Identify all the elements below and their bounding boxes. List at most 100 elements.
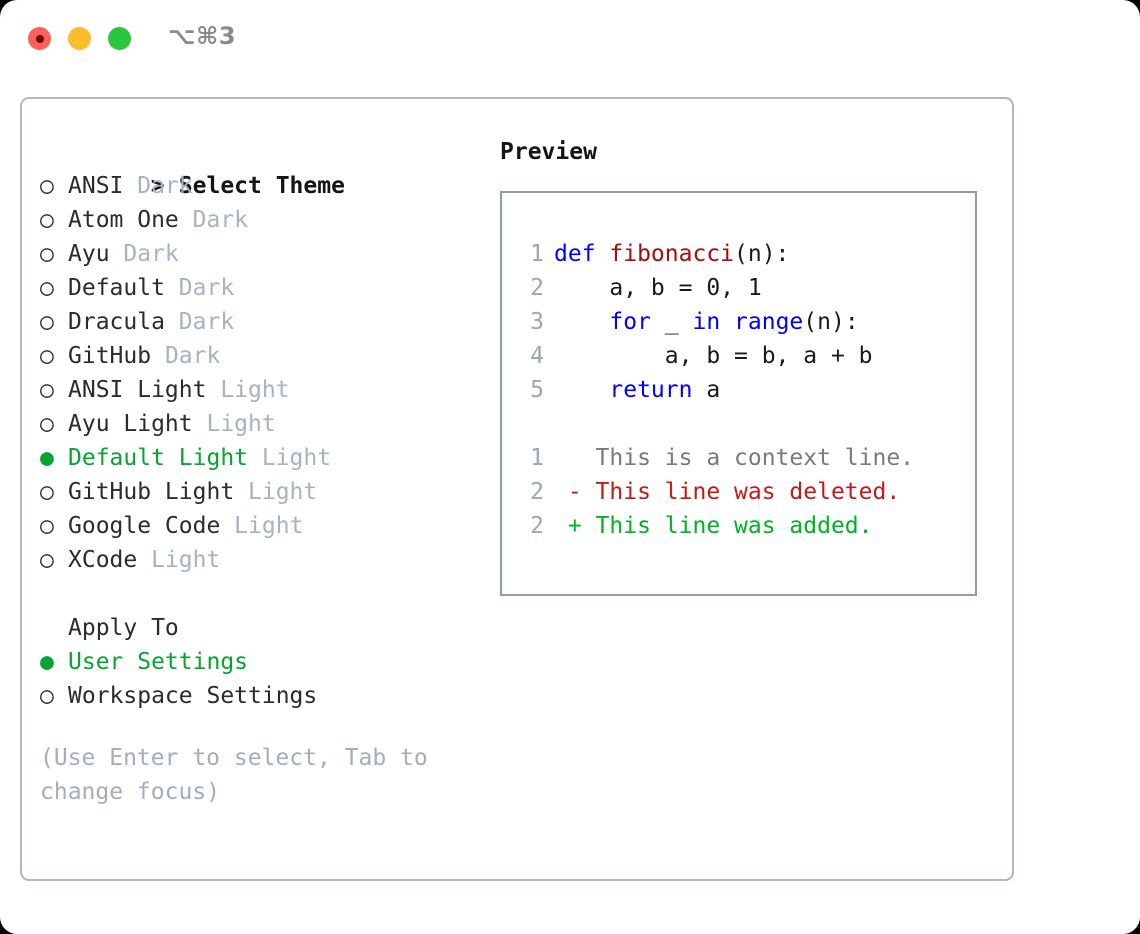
- code-token: range: [734, 309, 804, 335]
- theme-item-label: Ayu: [68, 241, 110, 267]
- theme-item-badge: Dark: [151, 343, 221, 369]
- theme-item-github[interactable]: ○ GitHub Dark: [40, 339, 480, 373]
- code-token: (n):: [734, 241, 790, 267]
- code-token: def: [554, 241, 610, 267]
- theme-item-badge: Light: [220, 513, 304, 539]
- diff-line: 1 This is a context line.: [516, 441, 969, 475]
- code-line: 2 a, b = 0, 1: [516, 271, 969, 305]
- window-titlebar: ⌥⌘3: [0, 0, 1140, 78]
- theme-item-badge: Dark: [123, 173, 193, 199]
- theme-item-github-light[interactable]: ○ GitHub Light Light: [40, 475, 480, 509]
- apply-to-item-label: User Settings: [68, 649, 249, 675]
- line-number: 3: [530, 309, 544, 335]
- theme-item-label: XCode: [68, 547, 138, 573]
- code-token: a, b = 0, 1: [554, 275, 762, 301]
- code-token: return: [554, 377, 707, 403]
- list-spacer: [40, 577, 480, 611]
- code-token: fibonacci: [609, 241, 735, 267]
- radio-unselected-icon: ○: [40, 241, 54, 267]
- code-line: 5 return a: [516, 373, 969, 407]
- code-blank-line: [516, 407, 969, 441]
- code-token: (n):: [803, 309, 859, 335]
- theme-item-badge: Light: [192, 411, 276, 437]
- code-token: a, b = b, a + b: [554, 343, 873, 369]
- minimize-dot[interactable]: [68, 27, 91, 50]
- line-number: 5: [530, 377, 544, 403]
- theme-item-badge: Light: [234, 479, 318, 505]
- apply-to-item-workspace-settings[interactable]: ○ Workspace Settings: [40, 679, 480, 713]
- diff-line: 2 - This line was deleted.: [516, 475, 969, 509]
- theme-item-label: Google Code: [68, 513, 221, 539]
- apply-to-list: ● User Settings ○ Workspace Settings: [40, 645, 480, 713]
- radio-selected-icon: ●: [40, 445, 54, 471]
- diff-line: 2 + This line was added.: [516, 509, 969, 543]
- radio-unselected-icon: ○: [40, 275, 54, 301]
- code-token: in: [692, 309, 735, 335]
- theme-item-label: Atom One: [68, 207, 179, 233]
- theme-item-badge: Light: [206, 377, 290, 403]
- close-dot[interactable]: [28, 27, 51, 50]
- theme-item-label: ANSI Light: [68, 377, 207, 403]
- theme-item-default-light[interactable]: ● Default Light Light: [40, 441, 480, 475]
- line-number: 2: [530, 275, 544, 301]
- keyboard-hint: (Use Enter to select, Tab to change focu…: [40, 745, 442, 805]
- theme-item-badge: Light: [137, 547, 221, 573]
- theme-item-badge: Light: [248, 445, 332, 471]
- code-token: - This line was deleted.: [554, 479, 901, 505]
- theme-item-badge: Dark: [164, 309, 235, 335]
- theme-item-atom-one[interactable]: ○ Atom One Dark: [40, 203, 480, 237]
- theme-item-dracula[interactable]: ○ Dracula Dark: [40, 305, 480, 339]
- apply-to-item-label: Workspace Settings: [68, 683, 318, 709]
- line-number: 1: [530, 241, 544, 267]
- theme-item-xcode[interactable]: ○ XCode Light: [40, 543, 480, 577]
- code-token: _: [664, 309, 693, 335]
- radio-unselected-icon: ○: [40, 207, 54, 233]
- code-token: This is a context line.: [554, 445, 915, 471]
- theme-item-ansi-light[interactable]: ○ ANSI Light Light: [40, 373, 480, 407]
- theme-item-badge: Dark: [164, 275, 235, 301]
- select-theme-label: Select Theme: [178, 173, 345, 199]
- radio-unselected-icon: ○: [40, 683, 54, 709]
- theme-item-label: ANSI: [68, 173, 124, 199]
- maximize-dot[interactable]: [108, 27, 131, 50]
- theme-selector-panel: >Select Theme ○ ANSI Dark ○ Atom One Dark ○ A…: [20, 97, 1014, 881]
- radio-unselected-icon: ○: [40, 343, 54, 369]
- theme-item-label: Default: [68, 275, 165, 301]
- radio-selected-icon: ●: [40, 649, 54, 675]
- theme-item-badge: Dark: [178, 207, 249, 233]
- code-token: for: [554, 309, 665, 335]
- theme-item-label: Dracula: [68, 309, 165, 335]
- theme-item-label: Ayu Light: [68, 411, 193, 437]
- theme-item-default[interactable]: ○ Default Dark: [40, 271, 480, 305]
- preview-title: Preview: [500, 139, 597, 165]
- theme-item-google-code[interactable]: ○ Google Code Light: [40, 509, 480, 543]
- line-number: 1: [530, 445, 544, 471]
- theme-item-label: Default Light: [68, 445, 249, 471]
- apply-to-title: Apply To: [68, 615, 179, 641]
- code-line: 4 a, b = b, a + b: [516, 339, 969, 373]
- radio-unselected-icon: ○: [40, 513, 54, 539]
- radio-unselected-icon: ○: [40, 173, 54, 199]
- radio-unselected-icon: ○: [40, 411, 54, 437]
- diff-sample: 1 This is a context line.2 - This line w…: [516, 441, 969, 543]
- apply-to-item-user-settings[interactable]: ● User Settings: [40, 645, 480, 679]
- code-token: a: [706, 377, 721, 403]
- theme-item-label: GitHub: [68, 343, 152, 369]
- theme-item-ayu[interactable]: ○ Ayu Dark: [40, 237, 480, 271]
- window-title: ⌥⌘3: [168, 22, 237, 50]
- theme-item-badge: Dark: [109, 241, 179, 267]
- select-theme-header: >Select Theme: [40, 135, 480, 199]
- radio-unselected-icon: ○: [40, 547, 54, 573]
- theme-item-label: GitHub Light: [68, 479, 235, 505]
- theme-item-ayu-light[interactable]: ○ Ayu Light Light: [40, 407, 480, 441]
- theme-item-ansi[interactable]: ○ ANSI Dark: [40, 169, 480, 203]
- radio-unselected-icon: ○: [40, 377, 54, 403]
- line-number: 2: [530, 479, 544, 505]
- radio-unselected-icon: ○: [40, 309, 54, 335]
- code-line: 1 def fibonacci(n):: [516, 237, 969, 271]
- radio-unselected-icon: ○: [40, 479, 54, 505]
- theme-picker-column: >Select Theme ○ ANSI Dark ○ Atom One Dark ○ A…: [40, 135, 480, 809]
